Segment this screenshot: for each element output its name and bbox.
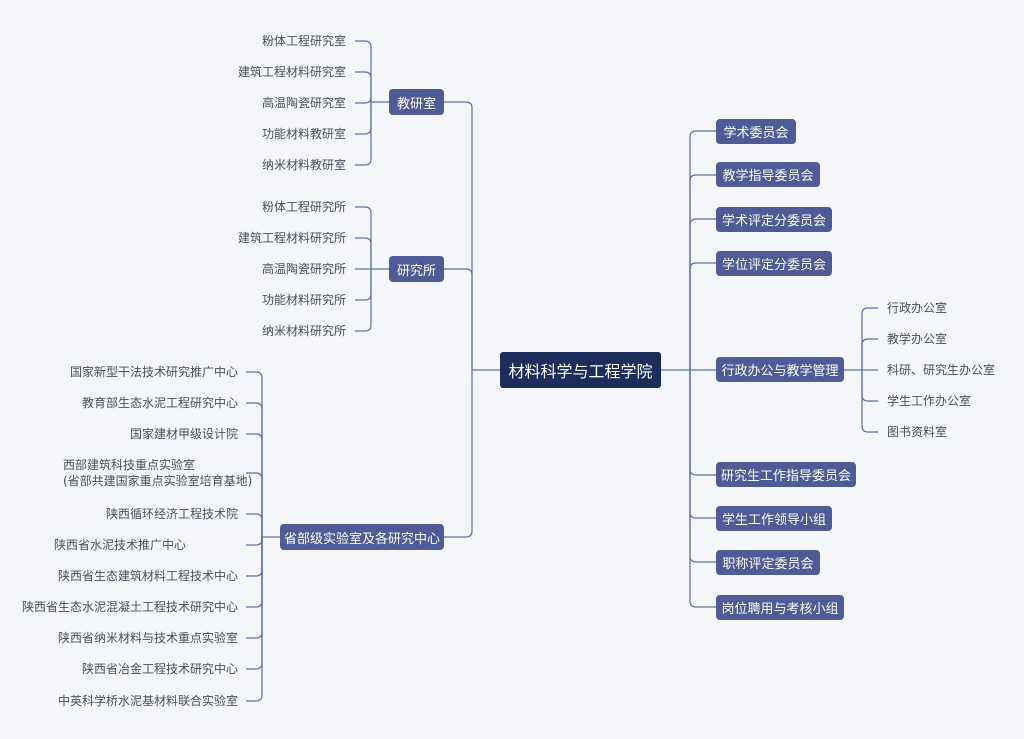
- leaf-admin-0: 行政办公室: [887, 301, 948, 315]
- connector-1: [444, 101, 473, 370]
- node-teaching-office: 教研室: [389, 89, 444, 115]
- connector-37: [689, 370, 716, 608]
- leaf-teaching-0: 粉体工程研究室: [261, 34, 346, 48]
- connector-20: [246, 472, 263, 537]
- connector-32: [689, 262, 716, 370]
- connector-23: [246, 537, 263, 577]
- leaf-lab-11: 中英科学桥水泥基材料联合实验室: [57, 694, 238, 708]
- leaf-admin-1: 教学办公室: [887, 332, 948, 346]
- node-labs-centers: 省部级实验室及各研究中心: [280, 524, 444, 550]
- connector-35: [689, 370, 716, 519]
- leaf-admin-3: 学生工作办公室: [887, 394, 972, 408]
- connector-18: [246, 402, 263, 537]
- leaf-institute-1: 建筑工程材料研究所: [237, 231, 346, 245]
- leaf-lab-1: 教育部生态水泥工程研究中心: [81, 396, 238, 410]
- connector-19: [246, 433, 263, 537]
- connector-8: [355, 102, 372, 135]
- leaf-lab-3-line-1: 西部建筑科技重点实验室: [63, 458, 196, 472]
- connector-22: [246, 537, 263, 546]
- leaf-teaching-1: 建筑工程材料研究室: [237, 65, 346, 79]
- node-student-work-group: 学生工作领导小组: [716, 506, 832, 531]
- node-teaching-guidance-committee: 教学指导委员会: [716, 162, 820, 187]
- connector-21: [246, 513, 263, 537]
- connector-3: [444, 370, 473, 538]
- leaf-lab-5: 陕西循环经济工程技术院: [105, 507, 238, 521]
- leaf-admin-2: 科研、研究生办公室: [887, 363, 996, 377]
- node-degree-evaluation-subcommittee: 学位评定分委员会: [716, 251, 832, 276]
- node-graduate-work-committee: 研究生工作指导委员会: [716, 462, 856, 487]
- connector-26: [246, 537, 263, 670]
- connector-29: [689, 130, 716, 370]
- leaf-institute-2: 高温陶瓷研究所: [261, 262, 346, 276]
- node-employment-assessment-group: 岗位聘用与考核小组: [716, 595, 844, 620]
- connector-15: [355, 269, 372, 332]
- connector-9: [355, 102, 372, 166]
- connector-40: [861, 338, 878, 370]
- node-admin-teaching-management: 行政办公与教学管理: [716, 357, 844, 382]
- connector-24: [246, 537, 263, 608]
- connector-27: [246, 537, 263, 702]
- leaf-lab-7: 陕西省生态建筑材料工程技术中心: [57, 569, 238, 583]
- leaf-teaching-3: 功能材料教研室: [261, 127, 346, 141]
- connector-12: [355, 237, 372, 269]
- leaf-lab-3: 西部建筑科技重点实验室 (省部共建国家重点实验室培育基地): [63, 457, 252, 489]
- connector-25: [246, 537, 263, 639]
- connector-34: [689, 370, 716, 476]
- leaf-lab-8: 陕西省生态水泥混凝土工程技术研究中心: [21, 600, 238, 614]
- leaf-lab-6: 陕西省水泥技术推广中心: [53, 538, 186, 552]
- connector-7: [355, 96, 372, 104]
- leaf-lab-9: 陕西省纳米材料与技术重点实验室: [57, 631, 238, 645]
- connector-39: [861, 307, 878, 370]
- connector-17: [246, 371, 263, 537]
- leaf-teaching-4: 纳米材料教研室: [261, 158, 346, 172]
- leaf-lab-10: 陕西省冶金工程技术研究中心: [81, 662, 238, 676]
- node-institutes: 研究所: [389, 256, 444, 282]
- root-node: 材料科学与工程学院: [500, 352, 661, 388]
- leaf-institute-4: 纳米材料研究所: [261, 324, 346, 338]
- connector-36: [689, 370, 716, 563]
- node-title-evaluation-committee: 职称评定委员会: [716, 550, 820, 575]
- connector-31: [689, 218, 716, 370]
- leaf-teaching-2: 高温陶瓷研究室: [261, 96, 346, 110]
- connector-42: [861, 370, 878, 402]
- connector-5: [355, 40, 372, 102]
- connector-30: [689, 174, 716, 370]
- connector-14: [355, 269, 372, 301]
- node-academic-evaluation-subcommittee: 学术评定分委员会: [716, 207, 832, 232]
- connector-6: [355, 71, 372, 102]
- connector-43: [861, 370, 878, 433]
- leaf-lab-2: 国家建材甲级设计院: [129, 427, 238, 441]
- connector-11: [355, 206, 372, 269]
- leaf-lab-0: 国家新型干法技术研究推广中心: [69, 365, 238, 379]
- leaf-institute-3: 功能材料研究所: [261, 293, 346, 307]
- leaf-lab-3-line-2: (省部共建国家重点实验室培育基地): [63, 474, 253, 488]
- node-academic-committee: 学术委员会: [716, 119, 796, 144]
- leaf-admin-4: 图书资料室: [887, 425, 948, 439]
- connector-2: [444, 268, 473, 370]
- leaf-institute-0: 粉体工程研究所: [261, 200, 346, 214]
